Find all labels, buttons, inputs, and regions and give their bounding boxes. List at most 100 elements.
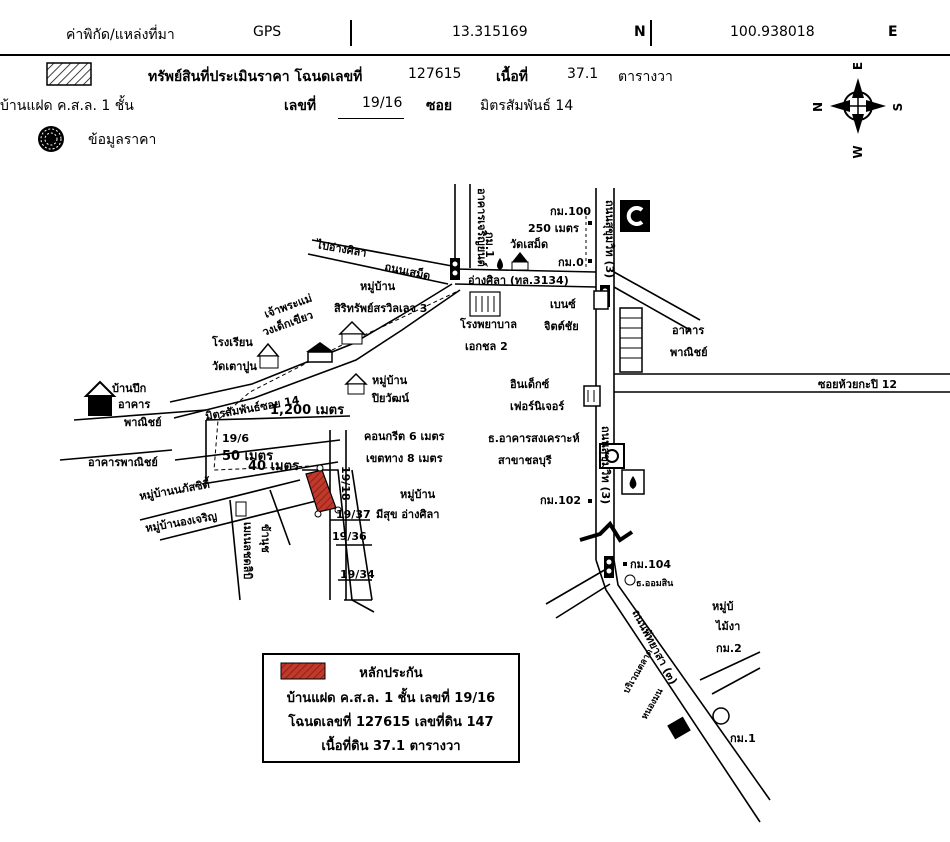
label-village-se-2: ไม้งา bbox=[714, 619, 740, 633]
label-market: บริเวณตลาด bbox=[621, 647, 655, 695]
latitude-value: 13.315169 bbox=[452, 24, 528, 40]
label-banpuek: บ้านปึก bbox=[112, 382, 147, 395]
label-market-2: หนองมน bbox=[640, 686, 666, 721]
market-icon bbox=[667, 716, 691, 740]
label-concrete: คอนกรีต 6 เมตร bbox=[364, 430, 445, 443]
traffic-light-icon bbox=[450, 258, 460, 280]
area-label: เนื้อที่ bbox=[496, 69, 528, 85]
traffic-light-icon bbox=[604, 556, 614, 578]
label-index-1: อินเด็กซ์ bbox=[510, 377, 550, 391]
drop-icon bbox=[497, 258, 503, 270]
label-khunbu: ข้านุช bbox=[258, 524, 272, 553]
label-plot-1936: 19/36 bbox=[332, 530, 367, 543]
road-edge bbox=[613, 559, 771, 801]
asset-title: ทรัพย์สินที่ประเมินราคา โฉนดเลขที่ bbox=[148, 69, 363, 85]
underline bbox=[338, 118, 404, 119]
house-type: บ้านแฝด ค.ส.ล. 1 ชั้น bbox=[0, 98, 134, 114]
label-village-sirisap-2: สิริทรัพย์สรวิลเลจ 3 bbox=[334, 302, 428, 315]
label-benz-2: จิตต์ชัย bbox=[543, 320, 578, 333]
label-traffic: เขตทาง 8 เมตร bbox=[366, 452, 443, 465]
label-commercial-1: อาคาร bbox=[672, 324, 704, 337]
landmark-icon bbox=[712, 707, 730, 725]
road-edge bbox=[613, 286, 691, 331]
collateral-swatch bbox=[280, 662, 326, 680]
compass-rose-icon: E N S W bbox=[811, 62, 905, 159]
label-km104: กม.104 bbox=[630, 558, 671, 571]
label-village-ongcharoen: หมู่บ้านองเจริญ bbox=[144, 510, 218, 536]
bank-omsin-icon bbox=[624, 574, 636, 586]
building-icon bbox=[583, 385, 601, 407]
longitude-dir: E bbox=[888, 24, 898, 40]
label-village-misuk-2: มีสุข อ่างศิลา bbox=[376, 508, 439, 522]
label-hospital-1: โรงพยาบาล bbox=[459, 317, 517, 331]
house-number: 19/16 bbox=[362, 95, 403, 111]
hospital-icon bbox=[469, 291, 501, 317]
compass-w: W bbox=[851, 145, 865, 158]
coord-label: ค่าพิกัด/แหล่งที่มา bbox=[66, 27, 175, 43]
label-village-se-1: หมู่บ้ bbox=[712, 600, 734, 614]
label-km2: กม.2 bbox=[716, 642, 742, 655]
label-km102: กม.102 bbox=[540, 494, 581, 507]
legend-title: หลักประกัน bbox=[359, 666, 423, 681]
village-icon bbox=[83, 380, 117, 416]
label-hospital-2: เอกชล 2 bbox=[465, 340, 508, 353]
label-benz-1: เบนซ์ bbox=[550, 298, 576, 311]
bank-icon bbox=[599, 443, 625, 469]
area-unit: ตารางวา bbox=[618, 69, 673, 85]
label-main-road: อ่างศิลา (ทล.3134) bbox=[468, 274, 569, 287]
label-dist-50: 50 เมตร bbox=[222, 449, 273, 464]
shrine-icon bbox=[306, 342, 334, 363]
house-icon bbox=[235, 501, 247, 517]
label-nangmaisri: เมเนลชดลิบิ bbox=[241, 522, 254, 579]
label-commercial-2: พาณิชย์ bbox=[670, 346, 708, 359]
school-icon bbox=[256, 342, 280, 369]
label-250m: 250 เมตร bbox=[528, 222, 579, 235]
legend-line-3: เนื้อที่ดิน 37.1 ตารางวา bbox=[321, 739, 461, 754]
road-edge bbox=[454, 283, 597, 288]
label-plot-1934: 19/34 bbox=[340, 568, 375, 581]
label-bank-2: สาขาชลบุรี bbox=[498, 454, 552, 468]
compass-s: S bbox=[891, 103, 905, 112]
road-edge bbox=[173, 289, 461, 419]
compass-e: E bbox=[851, 62, 865, 70]
deed-number: 127615 bbox=[408, 66, 462, 82]
latitude-dir: N bbox=[634, 24, 646, 40]
road-edge bbox=[307, 253, 449, 285]
road-edge bbox=[613, 271, 701, 321]
label-km0: กม.0 bbox=[558, 256, 584, 269]
label-index-2: เฟอร์นิเจอร์ bbox=[510, 400, 564, 413]
coord-source: GPS bbox=[253, 24, 282, 40]
building-icon bbox=[593, 290, 609, 310]
hatch-swatch bbox=[46, 62, 92, 86]
temple-icon bbox=[511, 252, 529, 271]
house-icon bbox=[344, 372, 368, 395]
label-commercial-w3: อาคารพาณิชย์ bbox=[88, 456, 158, 469]
label-sukhumvit: ถนนสุขุมวิท (3) bbox=[602, 200, 616, 278]
label-village-sirisap-1: หมู่บ้าน bbox=[360, 280, 396, 294]
divider bbox=[650, 20, 652, 46]
label-plot-1937: 19/37 bbox=[336, 508, 371, 521]
road-edge bbox=[595, 559, 761, 823]
price-info-label: ข้อมูลราคา bbox=[88, 132, 157, 148]
label-bank-1: ธ.อาคารสงเคราะห์ bbox=[488, 432, 580, 445]
label-dist-40: 40 เมตร bbox=[248, 459, 299, 474]
fuel-station-icon bbox=[621, 469, 645, 495]
label-village-misuk-1: หมู่บ้าน bbox=[400, 488, 436, 502]
subject-plot bbox=[305, 469, 337, 513]
label-km-se: กม.1 bbox=[730, 732, 756, 745]
label-bank-omsin: ธ.ออมสิน bbox=[636, 578, 674, 589]
house-number-label: เลขที่ bbox=[284, 98, 317, 114]
label-km100: กม.100 bbox=[550, 205, 591, 218]
label-school-2: วัดเตาปูน bbox=[212, 360, 257, 374]
label-plot-1918: 19/18 bbox=[339, 466, 352, 501]
label-plot-196: 19/6 bbox=[222, 432, 249, 445]
longitude-value: 100.938018 bbox=[730, 24, 815, 40]
logo-icon bbox=[620, 200, 650, 232]
commercial-building-icon bbox=[619, 307, 643, 373]
label-village-napat: หมู่บ้านนภัสซิตี้ bbox=[138, 476, 212, 504]
label-village-piyawat-1: หมู่บ้าน bbox=[372, 374, 408, 388]
legend-line-1: บ้านแฝด ค.ส.ล. 1 ชั้น เลขที่ 19/16 bbox=[286, 691, 496, 706]
header-rule bbox=[0, 54, 950, 56]
soi-name: มิตรสัมพันธ์ 14 bbox=[480, 98, 574, 114]
